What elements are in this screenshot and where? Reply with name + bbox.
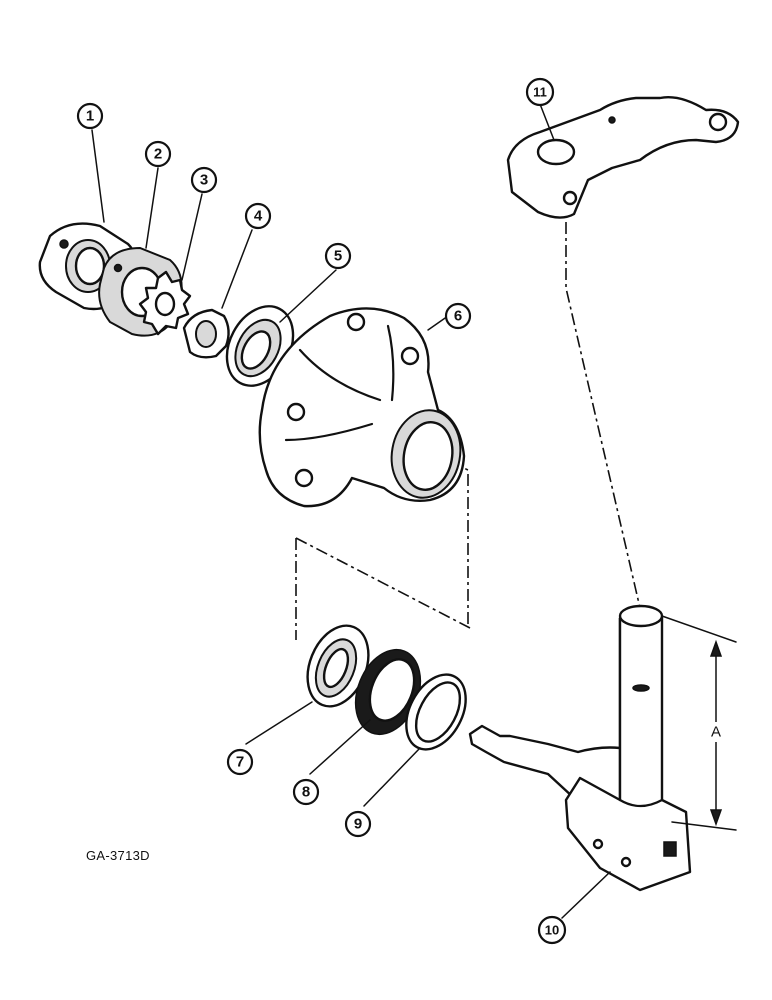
callout-11: 11 [525, 77, 555, 107]
part-10-spindle [468, 604, 692, 892]
part-8-seal [354, 648, 422, 736]
callout-8: 8 [292, 778, 320, 806]
callout-6-label: 6 [454, 308, 462, 325]
part-9-ring [405, 673, 467, 751]
callout-2-label: 2 [154, 146, 162, 163]
callout-5: 5 [324, 242, 352, 270]
callout-3: 3 [190, 166, 218, 194]
figure-code: GA-3713D [86, 848, 150, 863]
part-6-hub [258, 307, 466, 508]
leader-lines [91, 103, 611, 919]
callout-7-label: 7 [236, 754, 244, 771]
callout-10-label: 10 [545, 923, 559, 938]
callout-9-label: 9 [354, 816, 362, 833]
dimension-a-label: A [711, 724, 721, 741]
alignment-lines [295, 222, 641, 640]
callout-6: 6 [444, 302, 472, 330]
callout-4-label: 4 [254, 208, 263, 225]
callout-3-label: 3 [200, 172, 208, 189]
part-3-star-washer [138, 270, 192, 336]
part-5-bearing [225, 305, 295, 387]
callout-5-label: 5 [334, 248, 342, 265]
part-7-bearing [306, 624, 370, 708]
part-4-cap [182, 308, 230, 359]
callout-1-label: 1 [86, 108, 94, 125]
callout-4: 4 [244, 202, 272, 230]
callout-10: 10 [537, 915, 567, 945]
part-11-steering-arm [506, 96, 740, 219]
callout-8-label: 8 [302, 784, 310, 801]
callout-9: 9 [344, 810, 372, 838]
callout-11-label: 11 [533, 85, 547, 100]
callout-2: 2 [144, 140, 172, 168]
dimension-a: A [661, 615, 737, 831]
callout-1: 1 [76, 102, 104, 130]
callout-7: 7 [226, 748, 254, 776]
